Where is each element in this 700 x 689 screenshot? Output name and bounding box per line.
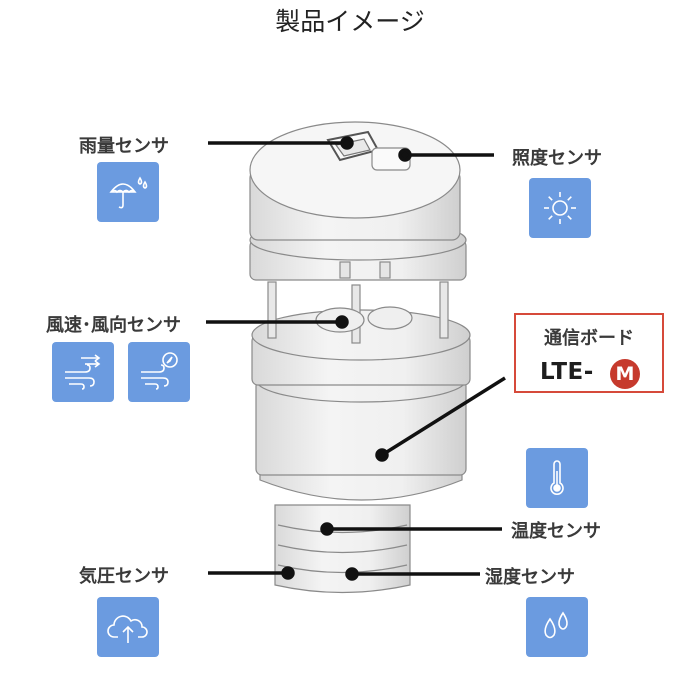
wind-sensor-label: 風速･風向センサ xyxy=(46,315,181,336)
humidity-sensor-label: 湿度センサ xyxy=(485,567,575,588)
illuminance-sensor-label: 照度センサ xyxy=(512,148,602,169)
lte-m-badge: M xyxy=(610,359,640,389)
rain-sensor-label: 雨量センサ xyxy=(79,136,169,157)
lte-logo-text: LTE- xyxy=(540,359,594,385)
cloud-upload-icon xyxy=(97,597,159,657)
comm-board-label: 通信ボード xyxy=(544,328,634,349)
pressure-sensor-label: 気圧センサ xyxy=(79,566,169,587)
comm-board-box: 通信ボード LTE- M xyxy=(514,313,664,393)
sun-icon xyxy=(529,178,591,238)
page-title: 製品イメージ xyxy=(275,7,425,36)
thermometer-icon xyxy=(526,448,588,508)
wind-arrows-icon xyxy=(52,342,114,402)
wind-compass-icon xyxy=(128,342,190,402)
temperature-sensor-label: 温度センサ xyxy=(511,521,601,542)
umbrella-rain-icon xyxy=(97,162,159,222)
water-drops-icon xyxy=(526,597,588,657)
